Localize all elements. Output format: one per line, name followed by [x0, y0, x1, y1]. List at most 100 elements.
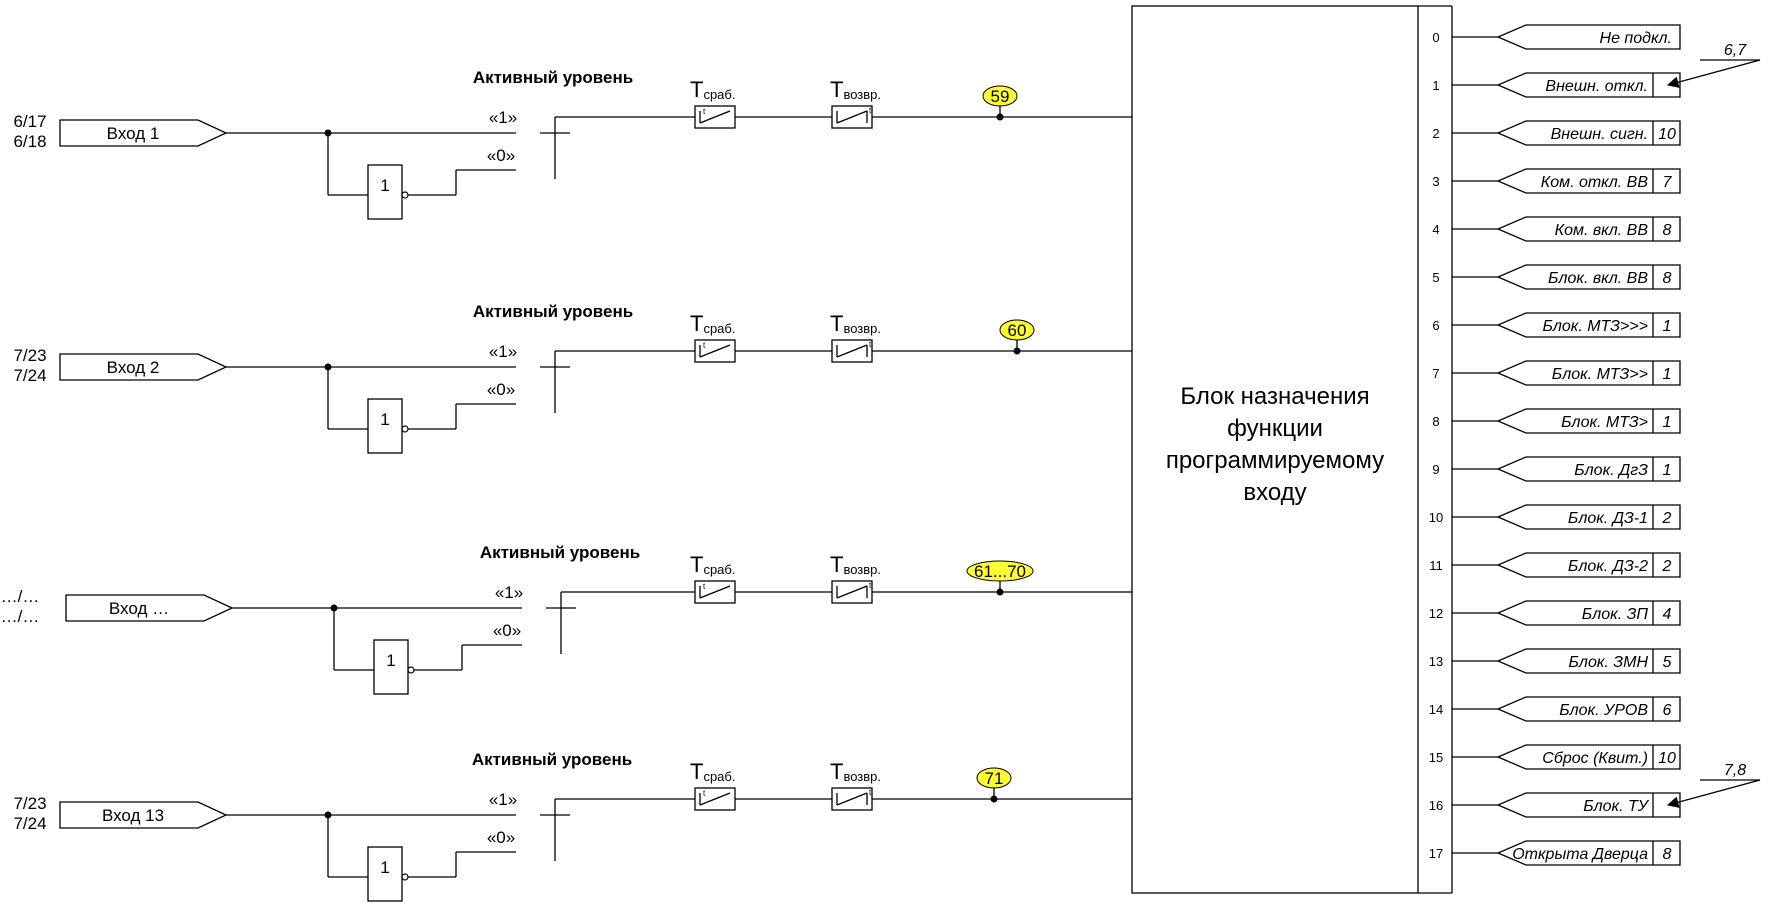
output-number: 7 — [1432, 366, 1439, 381]
pickup-timer: t — [694, 580, 736, 604]
pickup-timer-t: t — [703, 789, 706, 798]
output-ref: 1 — [1663, 318, 1672, 335]
inverter-label: 1 — [380, 858, 389, 877]
output-row: 9 Блок. ДгЗ 1 — [1432, 456, 1681, 482]
pickup-timer-title: Tсраб. — [690, 311, 735, 336]
pickup-timer-t: t — [703, 341, 706, 350]
pickup-timer-sub: сраб. — [703, 87, 735, 102]
output-ref: 4 — [1663, 606, 1672, 623]
output-label: Внешн. откл. — [1545, 78, 1648, 95]
active-level-label: Активный уровень — [473, 302, 633, 321]
return-timer-slope — [836, 585, 868, 599]
output-number: 13 — [1429, 654, 1443, 669]
terminal-bottom: …/… — [1, 607, 40, 626]
main-block-text-1: Блок назначения — [1180, 383, 1369, 410]
output-number: 2 — [1432, 126, 1439, 141]
pickup-timer: t — [694, 105, 736, 129]
level-0-label: «0» — [487, 146, 515, 165]
output-ref: 8 — [1663, 222, 1672, 239]
output-label: Блок. ДЗ-1 — [1568, 510, 1648, 527]
return-timer: t — [831, 105, 873, 129]
signal-number-badge — [999, 319, 1035, 341]
callouts: 6,77,8 — [1666, 42, 1761, 808]
return-timer-sub: возвр. — [843, 769, 881, 784]
inverter-bubble — [401, 425, 409, 433]
return-timer-sub: возвр. — [843, 87, 881, 102]
output-tag — [1496, 552, 1681, 578]
output-ref: 8 — [1663, 270, 1672, 287]
output-tag — [1496, 600, 1681, 626]
pickup-timer-sub: сраб. — [703, 769, 735, 784]
output-ref: 5 — [1663, 654, 1672, 671]
return-timer-title: Tвозвр. — [830, 759, 881, 784]
output-number: 4 — [1432, 222, 1439, 237]
inverter-bubble — [401, 191, 409, 199]
inverter-label: 1 — [380, 176, 389, 195]
terminal-top: 7/23 — [13, 794, 46, 813]
main-block-frame — [1131, 5, 1419, 894]
output-tag — [1496, 168, 1681, 194]
output-label: Блок. МТЗ> — [1561, 414, 1648, 431]
inverter-gate — [367, 164, 403, 220]
return-timer-main: T — [830, 552, 843, 577]
pickup-timer: t — [694, 787, 736, 811]
return-timer-title: Tвозвр. — [830, 311, 881, 336]
output-number: 15 — [1429, 750, 1443, 765]
output-ref: 1 — [1663, 462, 1672, 479]
function-assignment-block: Блок назначенияфункциипрограммируемомувх… — [1131, 5, 1453, 894]
terminal-bottom: 7/24 — [13, 366, 46, 385]
callout-arrow — [1666, 779, 1761, 808]
output-number: 16 — [1429, 798, 1443, 813]
output-label: Блок. ДгЗ — [1574, 462, 1648, 479]
output-number: 9 — [1432, 462, 1439, 477]
output-label: Блок. ЗМН — [1569, 654, 1649, 671]
output-tag — [1496, 648, 1681, 674]
output-ref: 2 — [1662, 510, 1672, 527]
inverter-gate — [367, 846, 403, 902]
pickup-timer-title: Tсраб. — [690, 77, 735, 102]
pickup-timer-slope — [699, 792, 731, 806]
output-label: Блок. ЗП — [1582, 606, 1649, 623]
pickup-timer-main: T — [690, 552, 703, 577]
output-ref: 10 — [1658, 126, 1676, 143]
pickup-timer: t — [694, 339, 736, 363]
output-ref: 1 — [1663, 366, 1672, 383]
inverter-label: 1 — [386, 651, 395, 670]
signal-dot — [996, 113, 1004, 121]
output-number: 6 — [1432, 318, 1439, 333]
signal-dot — [990, 795, 998, 803]
input-connector — [59, 119, 228, 147]
active-level-label: Активный уровень — [480, 543, 640, 562]
return-timer-t: t — [869, 106, 872, 115]
return-timer-slope — [836, 792, 868, 806]
output-label: Блок. МТЗ>> — [1552, 366, 1648, 383]
terminal-top: 6/17 — [13, 112, 46, 131]
return-timer-sub: возвр. — [843, 321, 881, 336]
pickup-timer-main: T — [690, 311, 703, 336]
terminal-bottom: 7/24 — [13, 814, 46, 833]
active-level-label: Активный уровень — [473, 68, 633, 87]
pickup-timer-title: Tсраб. — [690, 552, 735, 577]
output-tag — [1496, 120, 1681, 146]
callout-text: 6,7 — [1724, 42, 1747, 59]
input-label: Вход 1 — [107, 124, 160, 143]
pickup-timer-t: t — [703, 107, 706, 116]
input-label: Вход … — [109, 599, 169, 618]
output-tag — [1496, 264, 1681, 290]
level-1-label: «1» — [489, 342, 517, 361]
inverter-gate — [367, 398, 403, 454]
input-connector — [65, 594, 234, 622]
output-label: Блок. УРОВ — [1559, 702, 1648, 719]
input-connector — [59, 801, 228, 829]
